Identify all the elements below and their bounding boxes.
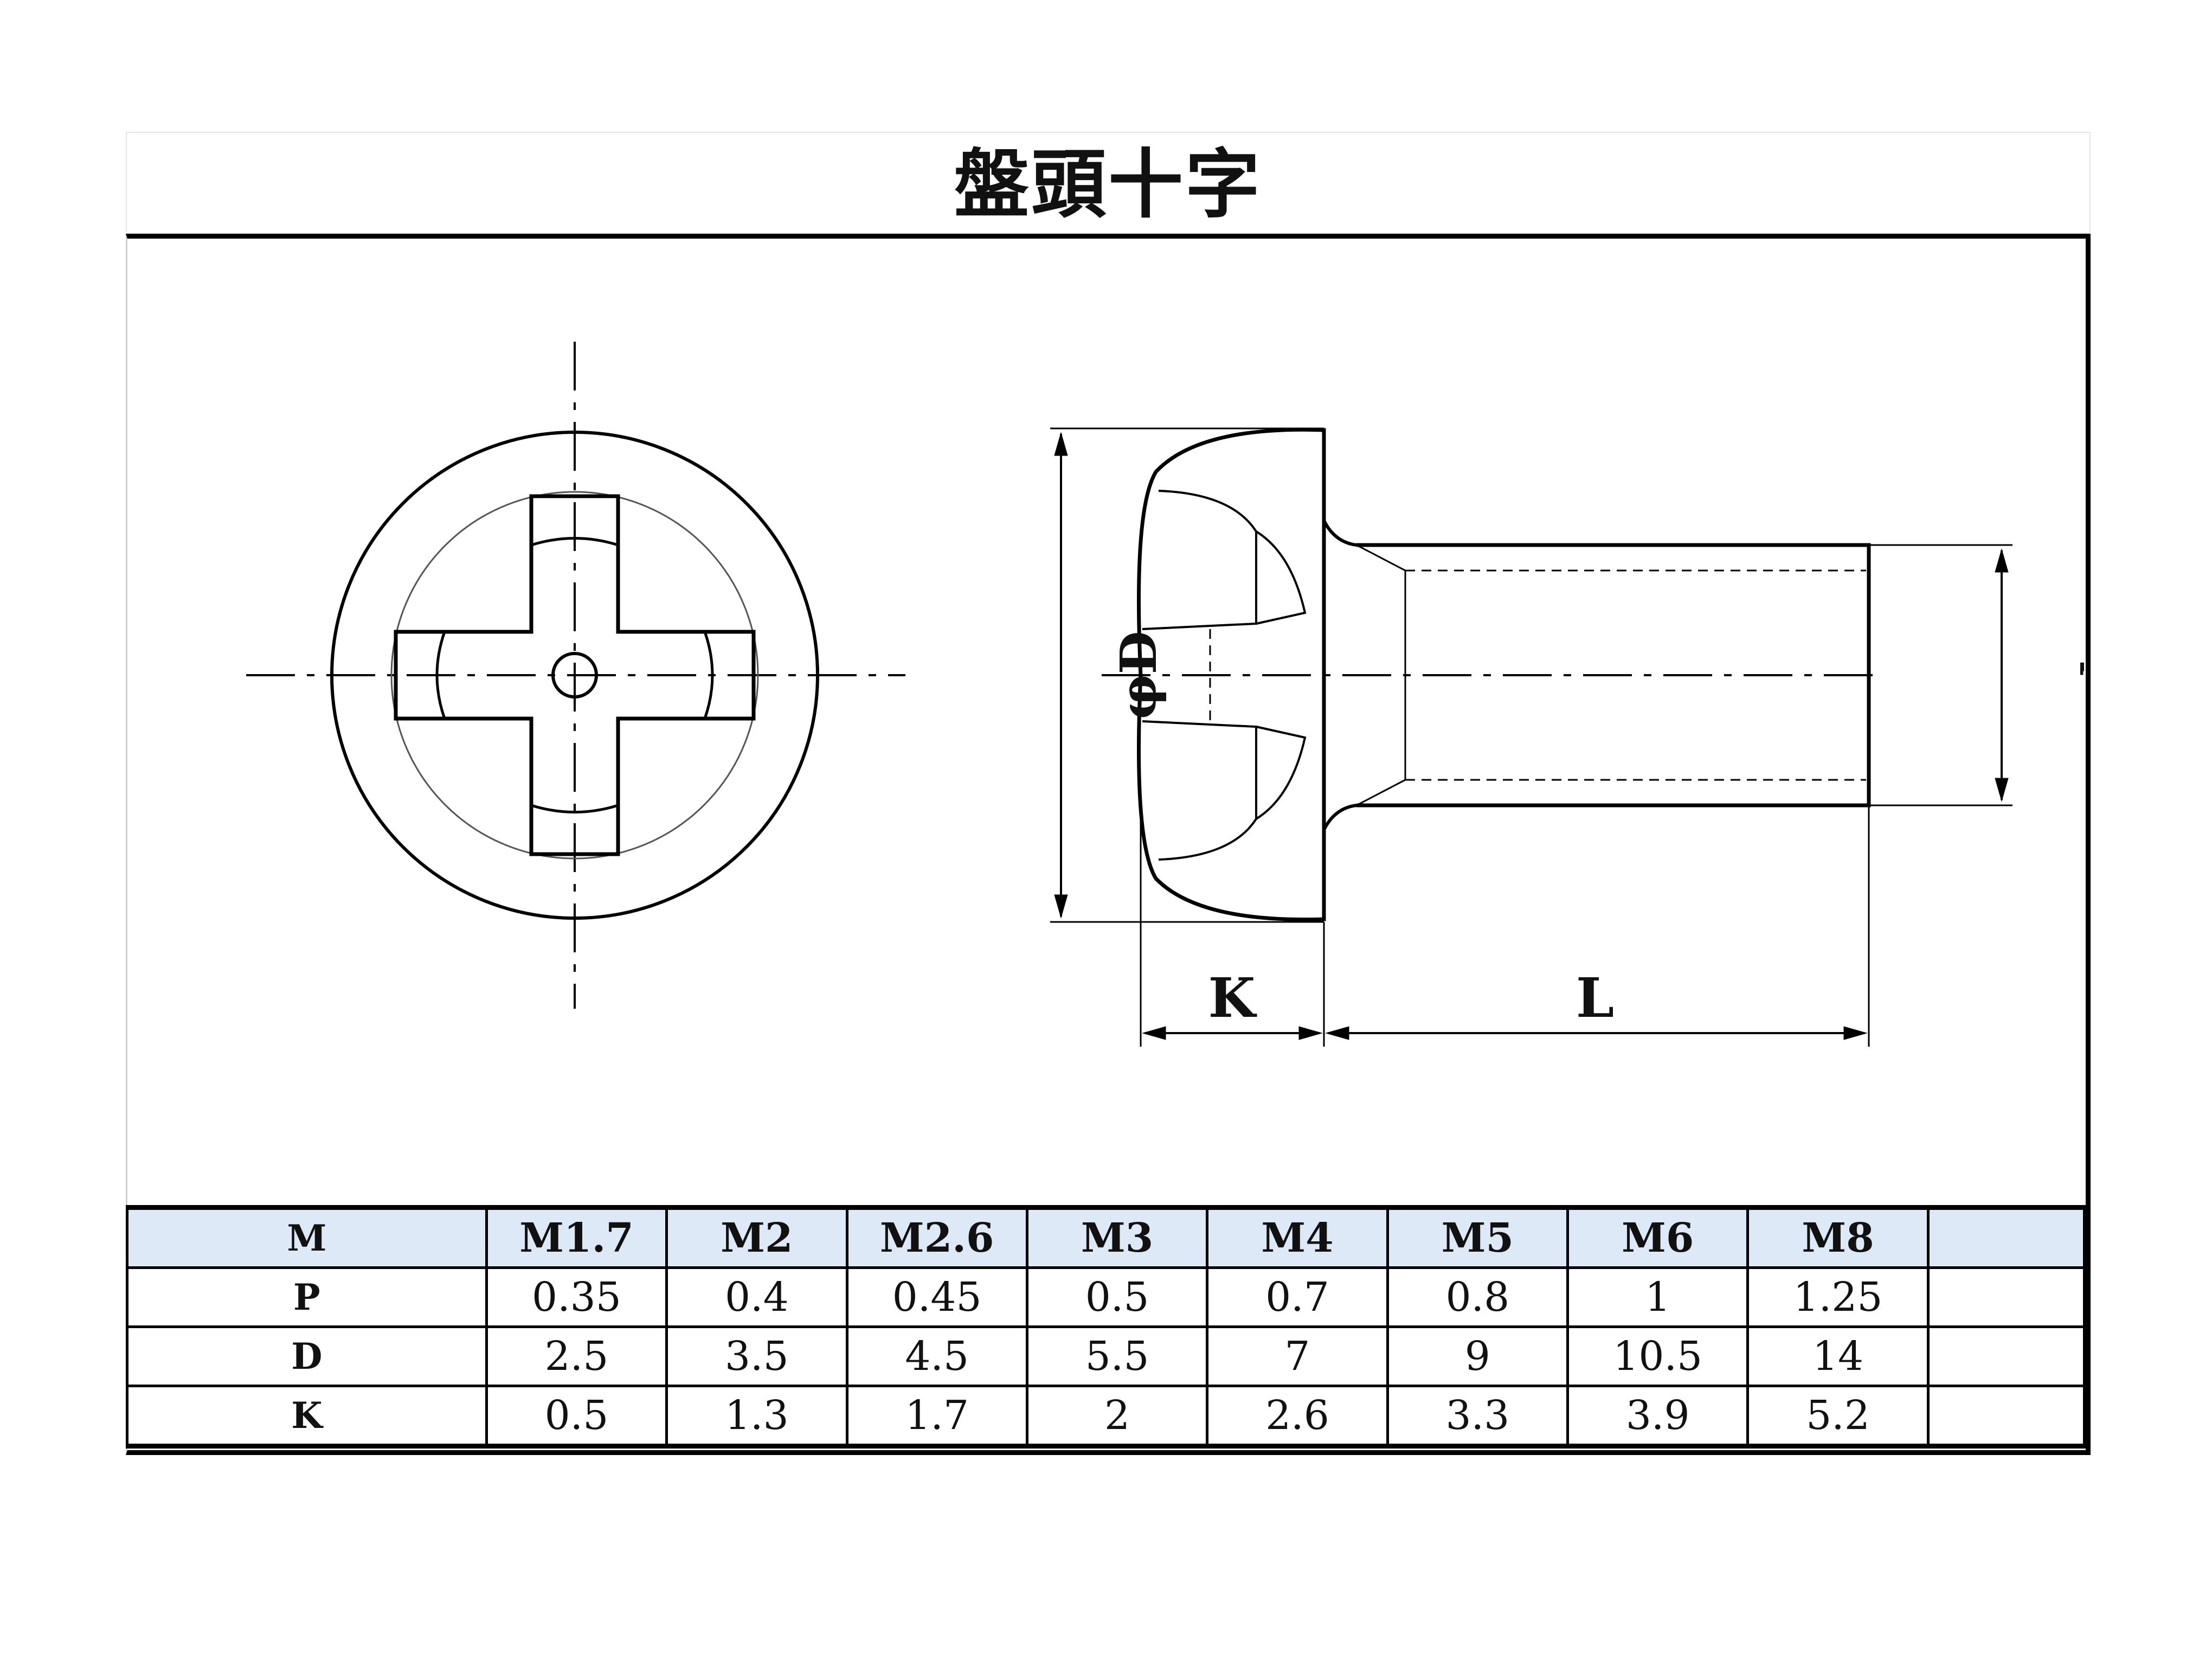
side-view <box>1102 427 1882 921</box>
arrow-K-left <box>1142 1026 1166 1040</box>
header-cell <box>1926 1205 2086 1269</box>
table-cell <box>1926 1325 2086 1387</box>
table-cell: 0.5 <box>1025 1266 1209 1328</box>
head-inner-circle <box>390 491 759 860</box>
label-diameter-letter: D <box>1109 631 1168 674</box>
shank-outline <box>1356 543 1871 808</box>
table-cell: 1 <box>1566 1266 1750 1328</box>
arrow-D-top <box>1054 432 1068 456</box>
cross-wing-top <box>531 537 619 547</box>
table-cell <box>1926 1266 2086 1328</box>
header-cell-label: M <box>126 1205 488 1269</box>
page-title: 盤頭十字 <box>954 140 1262 228</box>
label-diameter: φD <box>1109 631 1168 719</box>
spec-sheet: 盤頭十字 <box>126 132 2091 1455</box>
arrow-L-left <box>1325 1026 1349 1040</box>
table-cell: 0.45 <box>845 1266 1028 1328</box>
arrow-K-right <box>1298 1026 1323 1040</box>
header-cell: M8 <box>1746 1205 1930 1269</box>
header-cell: M2 <box>665 1205 848 1269</box>
table-cell: 1.3 <box>665 1385 848 1449</box>
header-cell: M4 <box>1206 1205 1389 1269</box>
recess-cone-lower <box>1255 726 1307 820</box>
table-cell: 2 <box>1025 1385 1209 1449</box>
table-cell: 0.35 <box>485 1266 668 1328</box>
recess-upper <box>1142 490 1257 630</box>
table-cell: 7 <box>1206 1325 1389 1387</box>
drawing-frame <box>126 234 2091 1455</box>
dimensions <box>1050 427 2012 1047</box>
phillips-cross-recess <box>394 494 756 856</box>
row-label: D <box>126 1325 488 1387</box>
header-cell: M1.7 <box>485 1205 668 1269</box>
cross-wing-left <box>435 631 446 719</box>
thread-chamfer-bottom <box>1356 779 1406 806</box>
label-diameter-symbol: φ <box>1109 674 1168 719</box>
table-cell: 1.7 <box>845 1385 1028 1449</box>
table-cell: 3.5 <box>665 1325 848 1387</box>
header-cell: M2.6 <box>845 1205 1028 1269</box>
label-head-height-K: K <box>1208 966 1257 1030</box>
table-cell: 2.6 <box>1206 1385 1389 1449</box>
table-cell <box>1926 1385 2086 1449</box>
header-cell: M5 <box>1386 1205 1570 1269</box>
center-hole <box>551 652 598 699</box>
front-view <box>246 342 905 1009</box>
cross-wing-bottom <box>531 804 619 813</box>
table-cell: 1.25 <box>1746 1266 1930 1328</box>
shank-fillet-top <box>1322 520 1357 547</box>
table-cell: 0.8 <box>1386 1266 1570 1328</box>
recess-lower <box>1142 720 1257 861</box>
table-cell: 10.5 <box>1566 1325 1750 1387</box>
table-cell: 14 <box>1746 1325 1930 1387</box>
head-profile <box>1137 427 1326 921</box>
screw-drawing: φD d K L <box>246 342 2084 1047</box>
table-cell: 0.4 <box>665 1266 848 1328</box>
recess-cone-upper <box>1255 530 1307 625</box>
label-shank-d: d <box>2072 658 2084 693</box>
header-cell: M3 <box>1025 1205 1209 1269</box>
table-cell: 5.2 <box>1746 1385 1930 1449</box>
table-cell: 3.9 <box>1566 1385 1750 1449</box>
arrow-D-bottom <box>1054 894 1068 919</box>
title-band: 盤頭十字 <box>126 132 2091 234</box>
table-cell: 4.5 <box>845 1325 1028 1387</box>
row-label: K <box>126 1385 488 1449</box>
table-cell: 9 <box>1386 1325 1570 1387</box>
head-outer-circle <box>330 431 819 920</box>
label-length-L: L <box>1576 966 1614 1030</box>
shank-fillet-bottom <box>1322 804 1357 831</box>
table-cell: 5.5 <box>1025 1325 1209 1387</box>
table-cell: 0.5 <box>485 1385 668 1449</box>
table-cell: 2.5 <box>485 1325 668 1387</box>
row-label: P <box>126 1266 488 1328</box>
table-cell: 0.7 <box>1206 1266 1389 1328</box>
arrow-L-right <box>1843 1026 1868 1040</box>
arrow-d-bottom <box>1995 778 2009 802</box>
header-cell: M6 <box>1566 1205 1750 1269</box>
cross-wing-right <box>703 631 714 719</box>
table-cell: 3.3 <box>1386 1385 1570 1449</box>
arrow-d-top <box>1995 548 2009 573</box>
thread-chamfer-top <box>1356 544 1406 572</box>
